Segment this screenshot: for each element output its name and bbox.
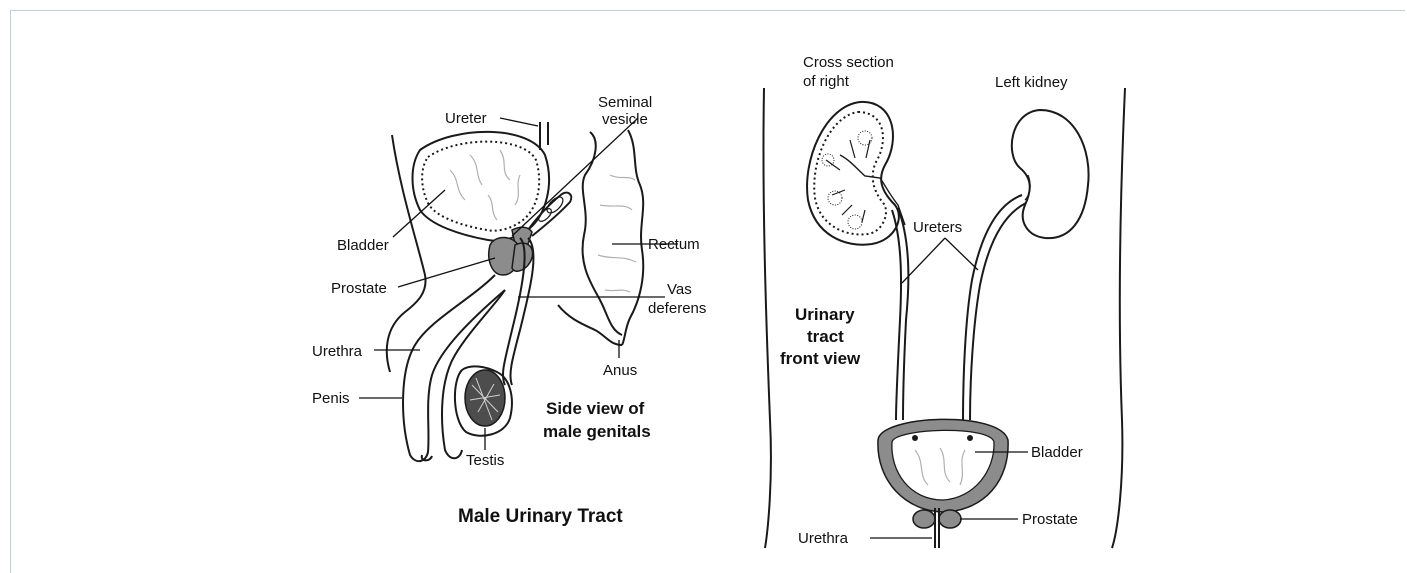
label-ureters: Ureters [913,219,962,236]
side-seminal-vesicle [512,193,571,244]
left-kidney [1012,110,1089,238]
label-testis: Testis [466,452,504,469]
caption-front-view-line2: tract [807,327,844,346]
caption-side-view-line1: Side view of [546,399,645,418]
front-prostate [913,510,961,528]
label-bladder-side: Bladder [337,237,389,254]
kidney-cross-section [807,102,905,245]
label-vas-deferens-line1: Vas [667,281,692,298]
front-bladder [878,419,1008,512]
side-bladder [413,132,550,241]
torso-right-contour [1112,88,1125,548]
label-rectum: Rectum [648,236,700,253]
label-ureter: Ureter [445,110,487,127]
label-prostate-side: Prostate [331,280,387,297]
torso-left-contour [763,88,770,548]
label-urethra-side: Urethra [312,343,363,360]
label-prostate-front: Prostate [1022,511,1078,528]
caption-front-view-line3: front view [780,349,861,368]
label-bladder-front: Bladder [1031,444,1083,461]
caption-side-view-line2: male genitals [543,422,651,441]
label-seminal-vesicle-line1: Seminal [598,94,652,111]
caption-front-view-line1: Urinary [795,305,855,324]
label-cross-section-line2: of right [803,73,850,90]
label-vas-deferens-line2: deferens [648,300,706,317]
label-cross-section-line1: Cross section [803,54,894,71]
label-penis: Penis [312,390,350,407]
body-front-contour [387,135,426,372]
label-seminal-vesicle-line2: vesicle [602,111,648,128]
label-urethra-front: Urethra [798,530,849,547]
title-male-urinary-tract: Male Urinary Tract [458,506,623,527]
label-anus: Anus [603,362,637,379]
label-left-kidney: Left kidney [995,74,1068,91]
side-testis [455,366,512,435]
